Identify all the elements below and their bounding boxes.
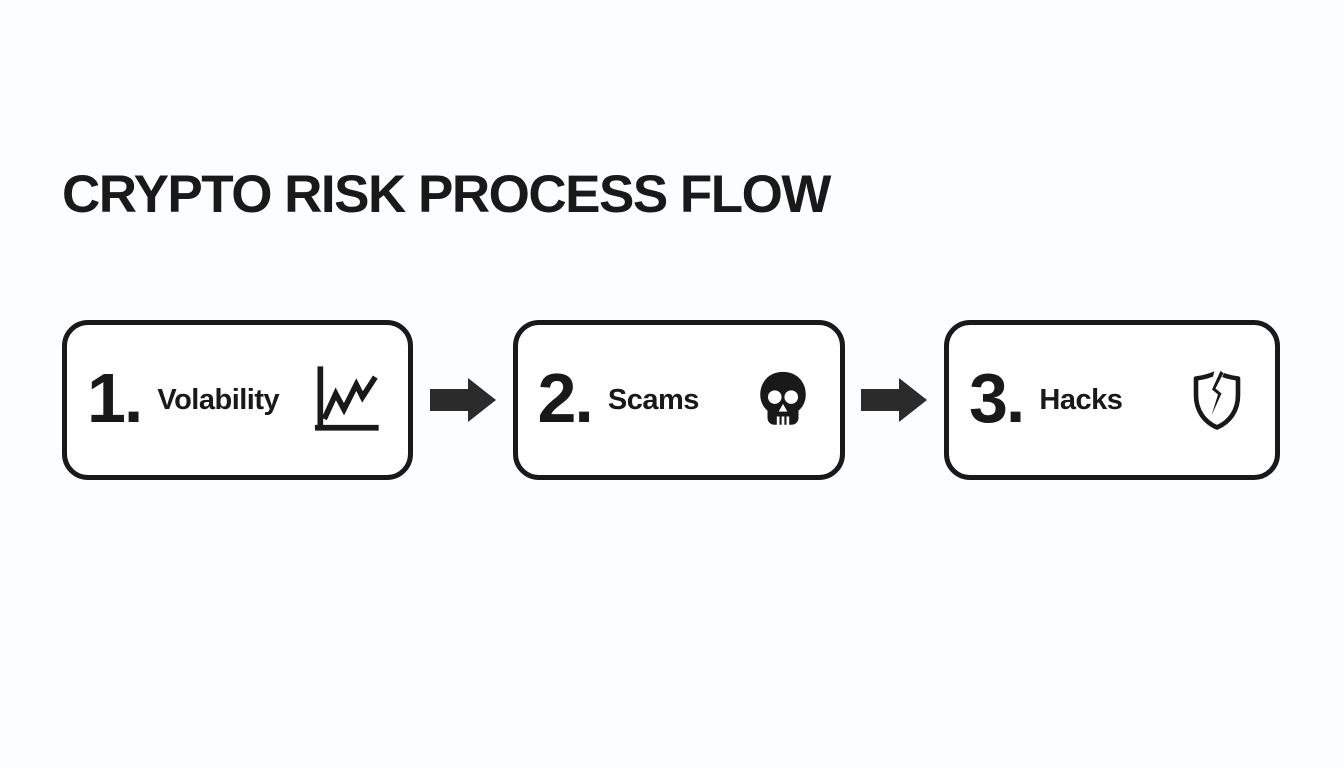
step-number: 3. xyxy=(969,359,1025,437)
step-box-scams: 2. Scams xyxy=(512,320,845,480)
step-number: 1. xyxy=(87,359,143,437)
arrow-right-icon xyxy=(861,372,928,428)
line-chart-icon xyxy=(308,363,382,437)
skull-icon xyxy=(752,368,814,432)
step-number: 2. xyxy=(537,359,594,437)
arrow-right-icon xyxy=(429,372,496,428)
step-box-hacks: 3. Hacks xyxy=(944,320,1280,480)
step-label: Volability xyxy=(157,383,280,416)
step-label: Hacks xyxy=(1039,383,1123,416)
process-flow: 1. Volability 2. Scams xyxy=(62,320,1280,480)
step-label: Scams xyxy=(607,383,700,416)
cracked-shield-icon xyxy=(1185,367,1249,433)
step-box-volatility: 1. Volability xyxy=(62,320,413,480)
page-title: CRYPTO RISK PROCESS FLOW xyxy=(62,165,831,224)
